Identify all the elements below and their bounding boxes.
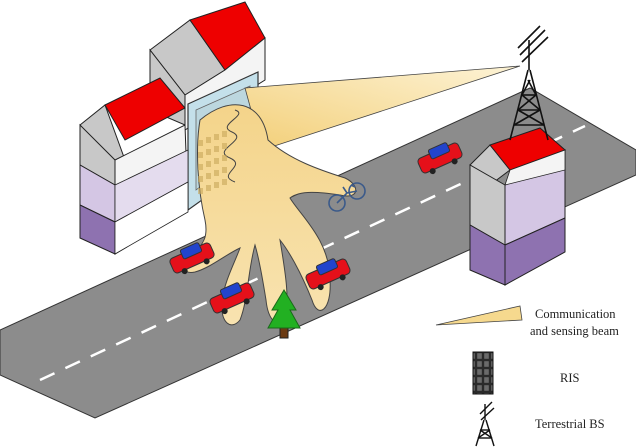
car-1 — [417, 142, 463, 175]
tree — [267, 289, 301, 339]
car-2 — [169, 242, 215, 275]
bicycle — [328, 182, 366, 212]
base-station-tower — [509, 25, 549, 141]
ris-icon — [472, 351, 494, 395]
legend: Communication and sensing beam RIS Terre… — [435, 305, 619, 447]
ris-window-grid — [198, 131, 227, 194]
building-left-front — [79, 77, 189, 255]
tower-icon — [475, 401, 495, 447]
legend-beam-label-2: and sensing beam — [530, 324, 619, 338]
legend-ris-label: RIS — [560, 371, 580, 385]
building-right — [469, 127, 566, 286]
car-3 — [209, 282, 255, 315]
car-4 — [305, 258, 351, 291]
legend-beam-label-1: Communication — [535, 307, 616, 321]
legend-beam-icon — [435, 305, 523, 326]
legend-bs-label: Terrestrial BS — [535, 417, 605, 431]
